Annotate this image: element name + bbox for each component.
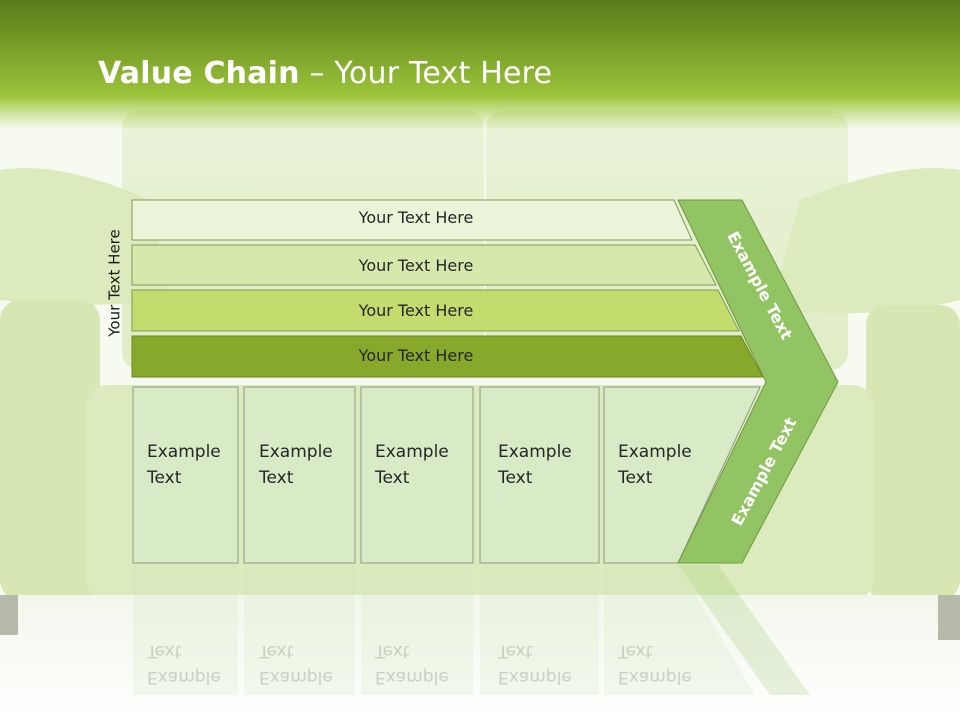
title-rest: Your Text Here [334, 56, 553, 91]
column-2-text: Example Text [259, 439, 333, 491]
column-3-line1: Example [375, 442, 449, 462]
column-5-line1: Example [618, 442, 692, 462]
band-3-label: Your Text Here [358, 301, 474, 320]
column-1-text: Example Text [147, 439, 221, 491]
column-4-shape [479, 386, 600, 564]
column-1-shape [132, 386, 239, 564]
band-4-shape [131, 335, 764, 378]
band-1-shape [131, 199, 693, 241]
title-dash: – [299, 56, 335, 91]
column-5-line2: Text [618, 468, 653, 488]
column-3-line2: Text [375, 468, 410, 488]
column-2-shape [243, 386, 356, 564]
band-2-shape [131, 244, 717, 286]
band-1-label: Your Text Here [358, 208, 474, 227]
column-4-line2: Text [498, 468, 533, 488]
column-4-text: Example Text [498, 439, 572, 491]
side-label-text: Your Text Here [106, 229, 124, 337]
column-3-shape [360, 386, 474, 564]
column-2-line2: Text [259, 468, 294, 488]
band-2-label: Your Text Here [358, 256, 474, 275]
band-4-label: Your Text Here [358, 346, 474, 365]
column-1-line1: Example [147, 442, 221, 462]
diagram-reflection [133, 565, 810, 695]
band-3-shape [131, 289, 740, 332]
column-2-line1: Example [259, 442, 333, 462]
column-3-text: Example Text [375, 439, 449, 491]
chevron-arrow-shape [677, 199, 839, 564]
column-1-line2: Text [147, 468, 182, 488]
title-bold: Value Chain [98, 56, 300, 91]
column-5-text: Example Text [618, 439, 692, 491]
column-4-line1: Example [498, 442, 572, 462]
slide-title: Value Chain – Your Text Here [98, 52, 552, 96]
side-label: Your Text Here [100, 208, 130, 358]
